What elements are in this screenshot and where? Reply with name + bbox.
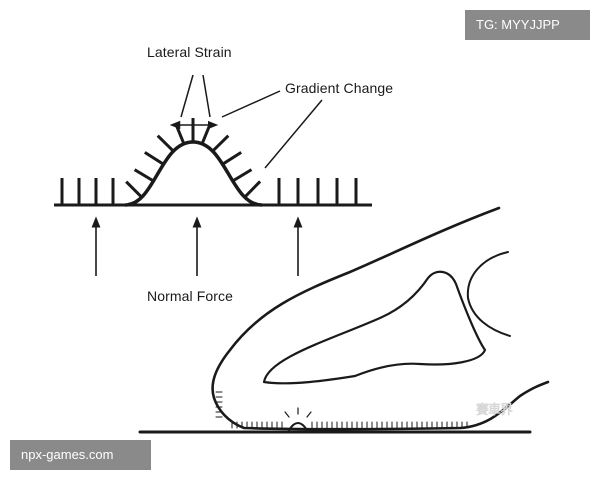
- sensor-post: [200, 122, 212, 145]
- sensor-post: [231, 168, 253, 183]
- sensor-post: [125, 180, 143, 199]
- lateral-strain-pointers: [169, 74, 219, 130]
- nail-outline: [262, 270, 487, 385]
- sensor-post: [221, 151, 243, 166]
- gradient-change-pointers: [221, 90, 323, 169]
- sensor-post: [243, 180, 262, 199]
- normal-force-label: Normal Force: [147, 288, 233, 304]
- cuticle-curve: [466, 251, 511, 337]
- skin-receptor-ticks: [215, 391, 468, 429]
- sensor-post: [156, 134, 175, 153]
- site-badge: npx-games.com: [10, 440, 151, 470]
- lateral-strain-pointer-right: [202, 74, 211, 118]
- gradient-change-pointer-upper: [221, 90, 281, 118]
- sensor-post: [211, 134, 230, 153]
- gradient-change-pointer-lower: [264, 99, 323, 169]
- sensor-posts: [60, 118, 358, 205]
- telegram-badge: TG: MYYJJPP: [465, 10, 590, 40]
- sensor-schematic: [54, 118, 372, 207]
- corner-watermark: 賽車界: [476, 402, 513, 417]
- fingertip-illustration: [138, 206, 550, 434]
- finger-outline: [211, 206, 550, 431]
- gradient-change-label: Gradient Change: [285, 80, 394, 96]
- contact-bump: [288, 422, 308, 431]
- sensor-post: [133, 168, 155, 183]
- lateral-strain-label: Lateral Strain: [147, 44, 232, 60]
- bump-rays: [284, 407, 312, 418]
- lateral-strain-pointer-left: [180, 74, 194, 118]
- normal-force-arrows: [91, 216, 303, 276]
- sensor-post: [143, 151, 165, 166]
- sensor-post: [174, 122, 186, 145]
